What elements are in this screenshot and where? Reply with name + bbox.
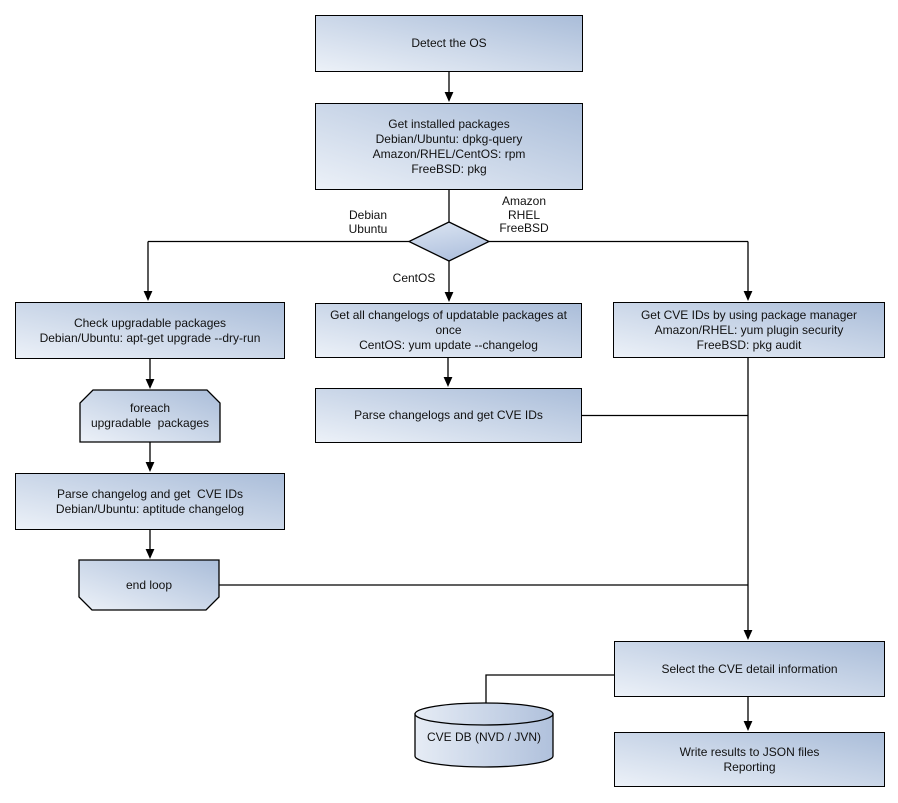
node-get-cve-ids-pkg-manager: Get CVE IDs by using package manager Ama… bbox=[613, 302, 885, 358]
end-loop-shape bbox=[78, 559, 220, 611]
node-write-results-reporting: Write results to JSON files Reporting bbox=[614, 732, 885, 787]
node-get-all-changelogs: Get all changelogs of updatable packages… bbox=[315, 303, 582, 358]
connector-lines bbox=[147, 72, 749, 723]
os-decision-diamond bbox=[407, 221, 491, 262]
node-parse-changelogs-centos: Parse changelogs and get CVE IDs bbox=[315, 388, 582, 443]
edge-label-centos: CentOS bbox=[392, 271, 436, 285]
edge-label-amazon-rhel-freebsd: Amazon RHEL FreeBSD bbox=[499, 194, 549, 235]
node-select-cve-detail: Select the CVE detail information bbox=[614, 641, 885, 697]
node-parse-changelog-debian: Parse changelog and get CVE IDs Debian/U… bbox=[15, 473, 285, 530]
cve-db-cylinder-shape bbox=[414, 702, 554, 768]
edge-label-debian-ubuntu: Debian Ubuntu bbox=[348, 208, 388, 236]
foreach-loop-shape bbox=[79, 389, 221, 443]
node-detect-os: Detect the OS bbox=[315, 15, 583, 72]
arrowheads bbox=[143, 92, 753, 731]
node-get-installed-packages: Get installed packages Debian/Ubuntu: dp… bbox=[315, 103, 583, 190]
node-check-upgradable-packages: Check upgradable packages Debian/Ubuntu:… bbox=[15, 302, 285, 359]
